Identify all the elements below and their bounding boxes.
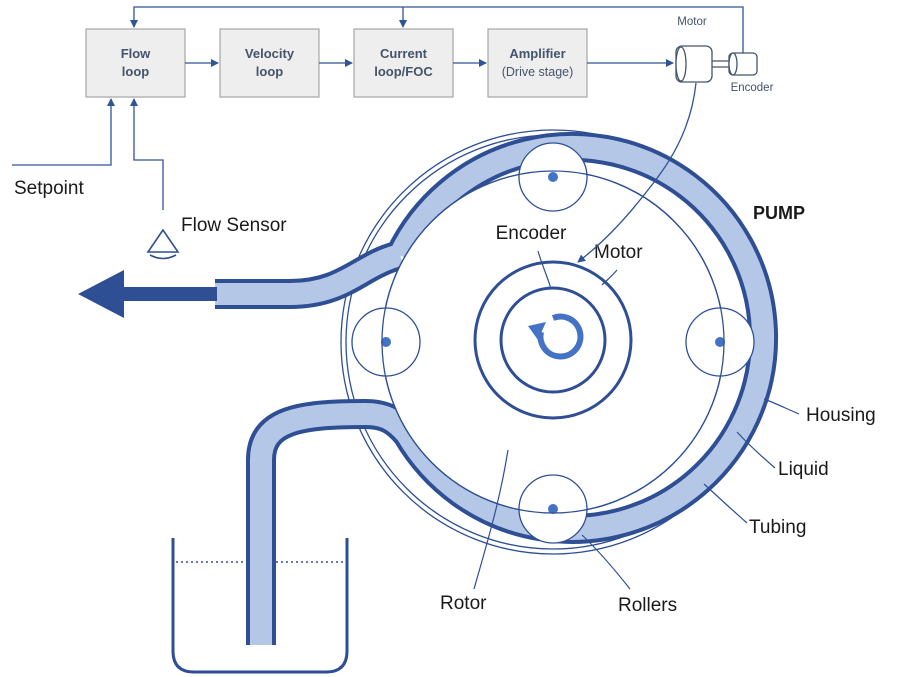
control-chain: Flow loop Velocity loop Current loop/FOC…	[12, 6, 774, 260]
roller-right	[685, 307, 755, 377]
rotor-label: Rotor	[440, 593, 487, 614]
pump-title: PUMP	[753, 203, 805, 223]
motor-icon-label: Motor	[677, 16, 707, 28]
motor-leader-line	[601, 269, 618, 286]
flow-loop-line1: Flow	[121, 46, 151, 61]
rotation-arrow-icon	[528, 313, 584, 360]
flow-loop-block: Flow loop	[85, 28, 186, 98]
setpoint-arrow	[12, 98, 115, 166]
roller-top	[518, 142, 588, 212]
rollers-leader-line	[581, 534, 631, 590]
current-loop-block: Current loop/FOC	[353, 28, 454, 98]
encoder-icon-label: Encoder	[731, 82, 774, 94]
amplifier-line2: (Drive stage)	[502, 65, 574, 79]
flow-sensor-arrow	[130, 98, 164, 210]
velocity-loop-line1: Velocity	[245, 46, 295, 61]
outflow-arrow	[78, 270, 217, 318]
encoder-feedback-to-flow-loop	[130, 6, 744, 53]
velocity-loop-block: Velocity loop	[219, 28, 320, 98]
liquid-leader-line	[736, 431, 776, 469]
current-loop-line2: loop/FOC	[374, 64, 433, 79]
encoder-leader-line	[537, 250, 552, 290]
motor-icon	[675, 45, 730, 83]
rollers-label: Rollers	[618, 595, 677, 616]
pump-motor-label: Motor	[594, 242, 643, 263]
amplifier-line1: Amplifier	[509, 46, 565, 61]
motor-drive-arrow	[577, 82, 697, 263]
housing-label: Housing	[806, 405, 876, 426]
velocity-loop-line2: loop	[256, 64, 283, 79]
tubing-leader-line	[703, 483, 748, 524]
tubing-label: Tubing	[749, 517, 806, 538]
current-loop-line1: Current	[380, 46, 428, 61]
pump-encoder	[499, 286, 607, 394]
pump-rollers	[351, 142, 755, 544]
liquid-label: Liquid	[778, 459, 829, 480]
roller-left	[351, 307, 421, 377]
pump-labels: PUMP Encoder Motor Housing Liquid Tubing…	[440, 82, 876, 616]
housing-leader-line	[763, 398, 800, 415]
roller-bottom	[518, 474, 588, 544]
liquid-reservoir-beaker	[171, 538, 349, 674]
flow-loop-line2: loop	[122, 64, 149, 79]
setpoint-label: Setpoint	[14, 178, 84, 199]
encoder-icon	[728, 52, 758, 76]
flow-sensor-icon	[146, 228, 180, 260]
amplifier-block: Amplifier (Drive stage)	[487, 28, 588, 98]
pump-encoder-label: Encoder	[496, 223, 567, 244]
flow-sensor-label: Flow Sensor	[181, 215, 287, 236]
rotor-leader-line	[473, 449, 509, 590]
